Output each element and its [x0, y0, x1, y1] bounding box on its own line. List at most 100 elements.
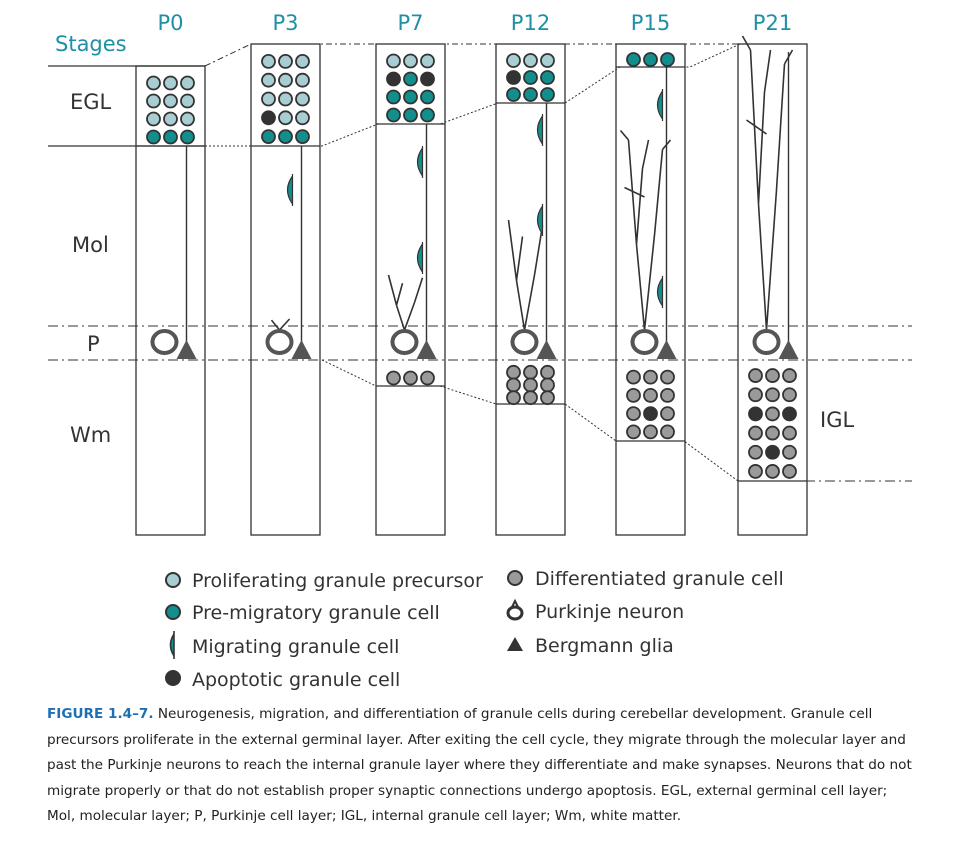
- granule-cell: [386, 53, 401, 69]
- igl-granule-cell: [643, 387, 658, 403]
- igl-granule-cell: [420, 370, 435, 386]
- granule-cell: [261, 54, 276, 69]
- migrating-granule-cell: [416, 242, 424, 274]
- granule-cell: [295, 110, 310, 126]
- igl-granule-cell: [386, 370, 401, 386]
- igl-granule-cell: [782, 387, 797, 403]
- purkinje-neuron: [630, 329, 659, 355]
- igl-granule-cell: [523, 364, 538, 380]
- stage-column-p15: P15: [615, 11, 686, 536]
- stage-label-p15: P15: [631, 11, 670, 35]
- granule-cell: [420, 107, 435, 123]
- migrating-granule-cell: [416, 146, 424, 178]
- column-outline: [615, 43, 686, 536]
- granule-cell: [626, 52, 641, 67]
- migrating-granule-cell: [286, 174, 294, 206]
- granule-cell: [146, 93, 161, 109]
- igl-granule-cell: [626, 406, 641, 422]
- granule-cell: [403, 71, 418, 87]
- granule-cell: [420, 71, 435, 87]
- granule-cell: [278, 72, 293, 88]
- granule-cell: [261, 110, 276, 126]
- purkinje-dendrite: [741, 35, 794, 331]
- column-outline: [737, 43, 808, 536]
- legend: Proliferating granule precursor Pre-migr…: [165, 568, 784, 691]
- legend-apoptotic-swatch: [165, 670, 181, 686]
- granule-cell: [295, 54, 310, 69]
- migrating-granule-cell: [536, 204, 544, 236]
- purkinje-neuron: [752, 329, 781, 355]
- layer-label-igl: IGL: [820, 408, 854, 432]
- layer-label-egl: EGL: [70, 90, 112, 114]
- igl-granule-cell: [660, 424, 675, 440]
- granule-cell: [180, 129, 195, 145]
- granule-cell: [261, 129, 276, 145]
- purkinje-neuron: [150, 329, 179, 355]
- igl-granule-cell: [660, 369, 675, 385]
- layer-label-wm: Wm: [70, 423, 111, 447]
- granule-cell: [506, 70, 521, 85]
- granule-cell: [660, 52, 675, 67]
- igl-granule-cell: [748, 464, 763, 479]
- legend-migrating-label: Migrating granule cell: [192, 636, 399, 658]
- stage-column-p0: P0: [135, 11, 206, 536]
- purkinje-neuron: [510, 329, 539, 355]
- granule-cell: [146, 111, 161, 127]
- bergmann-glia: [176, 340, 197, 359]
- granule-cell: [180, 93, 195, 109]
- stage-column-p7: P7: [375, 11, 446, 536]
- granule-cell: [146, 75, 161, 91]
- granule-cell: [163, 93, 178, 109]
- figure-caption-text: Neurogenesis, migration, and differentia…: [47, 706, 912, 825]
- granule-cell: [163, 75, 178, 91]
- igl-granule-cell: [506, 377, 521, 393]
- migrating-granule-cell: [656, 276, 664, 308]
- granule-cell: [295, 72, 310, 88]
- igl-granule-cell: [765, 368, 780, 383]
- igl-granule-cell: [643, 369, 658, 385]
- igl-granule-cell: [540, 390, 555, 406]
- stage-column-p12: P12: [495, 11, 566, 536]
- column-outline: [495, 43, 566, 536]
- igl-granule-cell: [403, 370, 418, 386]
- stage-column-p3: P3: [250, 11, 321, 536]
- legend-apoptotic-label: Apoptotic granule cell: [192, 669, 400, 691]
- igl-granule-cell: [643, 424, 658, 440]
- granule-cell: [540, 87, 555, 102]
- granule-cell: [523, 70, 538, 85]
- purkinje-dendrite: [270, 318, 291, 331]
- legend-premigratory-label: Pre-migratory granule cell: [192, 602, 440, 624]
- igl-granule-cell: [748, 425, 763, 441]
- granule-cell: [420, 53, 435, 69]
- bergmann-glia: [778, 340, 799, 359]
- igl-granule-cell: [748, 444, 763, 460]
- igl-granule-cell: [748, 368, 763, 383]
- legend-bergmann-label: Bergmann glia: [535, 635, 674, 657]
- purkinje-dendrite: [619, 129, 672, 331]
- igl-granule-cell: [626, 387, 641, 403]
- legend-purkinje-swatch: [506, 598, 524, 621]
- igl-granule-cell: [540, 364, 555, 380]
- granule-cell: [278, 54, 293, 69]
- igl-granule-cell: [523, 390, 538, 406]
- igl-granule-cell: [782, 464, 797, 479]
- granule-cell: [278, 129, 293, 145]
- purkinje-neuron: [265, 329, 294, 355]
- granule-cell: [295, 91, 310, 107]
- purkinje-neuron: [390, 329, 419, 355]
- igl-granule-cell: [782, 425, 797, 441]
- granule-cell: [261, 72, 276, 88]
- granule-cell: [180, 75, 195, 91]
- migrating-granule-cell: [656, 89, 664, 121]
- stage-label-p21: P21: [753, 11, 792, 35]
- igl-granule-cell: [782, 406, 797, 422]
- igl-granule-cell: [748, 406, 763, 422]
- legend-bergmann-swatch: [507, 637, 523, 651]
- granule-cell: [163, 129, 178, 145]
- layer-label-p: P: [87, 332, 100, 356]
- migrating-granule-cell: [536, 114, 544, 146]
- legend-purkinje-label: Purkinje neuron: [535, 601, 684, 623]
- granule-cell: [540, 53, 555, 68]
- granule-cell: [643, 52, 658, 67]
